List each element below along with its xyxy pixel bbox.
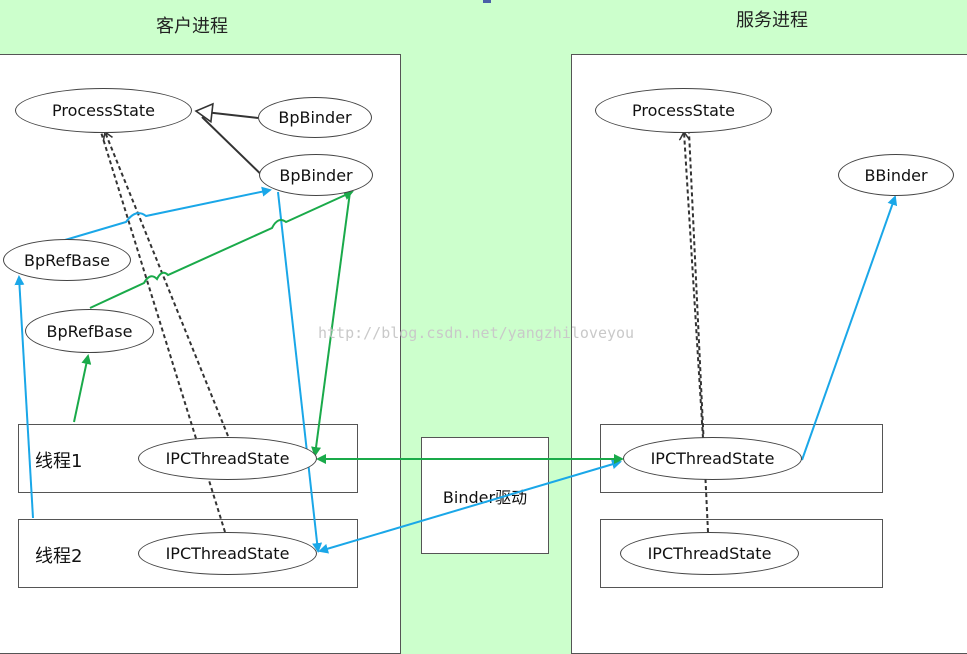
green-edge-refbase-bpbinder <box>89 190 354 309</box>
blue-edge-thread2-refbase <box>14 275 34 519</box>
bp-ref-base-node-2: BpRefBase <box>25 309 154 353</box>
blue-edge-refbase-bpbinder <box>64 186 272 241</box>
client-process-title: 客户进程 <box>156 16 228 37</box>
thread-2-label: 线程2 <box>35 546 83 567</box>
inherit-edge-1 <box>194 102 259 124</box>
client-ipc-thread-state-2: IPCThreadState <box>138 532 317 575</box>
client-process-state-node: ProcessState <box>15 88 192 133</box>
bbinder-node: BBinder <box>838 154 954 196</box>
blue-edge-ipc2-server <box>318 459 622 554</box>
green-edge-bpbinder-ipc1 <box>311 191 351 457</box>
dashed-client-1 <box>105 132 229 437</box>
blue-edge-bpbinder-ipc2 <box>277 191 323 553</box>
bp-binder-node-2: BpBinder <box>259 154 373 196</box>
dashed-server-1 <box>684 132 704 439</box>
top-edge-mark <box>483 0 491 3</box>
bp-ref-base-node-1: BpRefBase <box>3 239 131 281</box>
green-edge-thread1-refbase <box>73 354 92 423</box>
thread-1-label: 线程1 <box>35 451 83 472</box>
watermark-text: http://blog.csdn.net/yangzhiloveyou <box>318 324 635 342</box>
client-ipc-thread-state-1: IPCThreadState <box>138 437 317 480</box>
server-process-state-node: ProcessState <box>595 88 772 133</box>
server-ipc-thread-state-2: IPCThreadState <box>620 532 799 575</box>
blue-edge-server-bbinder <box>801 195 898 461</box>
server-ipc-thread-state-1: IPCThreadState <box>623 437 802 480</box>
bp-binder-node-1: BpBinder <box>258 97 372 138</box>
server-process-title: 服务进程 <box>736 10 808 31</box>
